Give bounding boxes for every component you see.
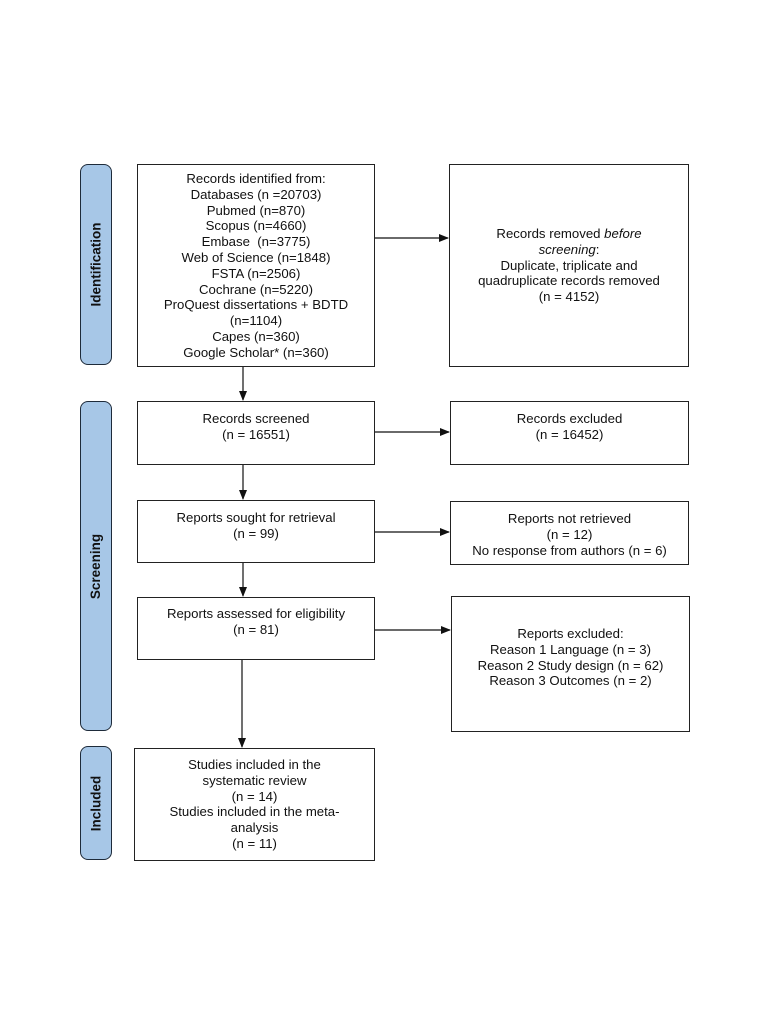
assessed-line: Reports assessed for eligibility: [166, 606, 346, 621]
identified-line: Databases (n =20703): [190, 186, 322, 202]
included-line: analysis: [230, 820, 279, 836]
removed-line-3: Duplicate, triplicate and: [500, 257, 638, 273]
included-line: Studies included in the: [188, 757, 321, 772]
reports-not-retrieved-box: Reports not retrieved (n = 12) No respon…: [450, 501, 689, 565]
assessed-line: (n = 81): [233, 621, 279, 637]
included-line: systematic review: [202, 772, 307, 788]
included-line: (n = 14): [231, 788, 278, 804]
removed-line-2: screening:: [539, 242, 600, 258]
not-retrieved-line: (n = 12): [546, 526, 593, 542]
removed-line-1: Records removed before: [496, 226, 641, 242]
reports-excluded-line: Reason 2 Study design (n = 62): [477, 657, 664, 673]
removed-line-2-italic: screening: [538, 241, 596, 257]
not-retrieved-line: Reports not retrieved: [507, 511, 632, 526]
reports-excluded-line: Reports excluded:: [517, 626, 624, 641]
reports-sought-box: Reports sought for retrieval (n = 99): [137, 500, 375, 563]
identified-line: FSTA (n=2506): [211, 265, 301, 281]
identified-line: Pubmed (n=870): [206, 202, 306, 218]
removed-line-1-italic: before: [604, 226, 642, 241]
phase-included: Included: [80, 746, 112, 860]
reports-excluded-line: Reason 3 Outcomes (n = 2): [489, 673, 652, 689]
identified-line: (n=1104): [229, 313, 283, 329]
removed-line-5: (n = 4152): [538, 289, 600, 305]
sought-line: Reports sought for retrieval: [176, 510, 336, 525]
identified-line: Cochrane (n=5220): [199, 281, 313, 297]
reports-excluded-line: Reason 1 Language (n = 3): [490, 641, 651, 657]
sought-line: (n = 99): [233, 525, 279, 541]
identified-line: Google Scholar* (n=360): [183, 344, 329, 360]
records-screened-box: Records screened (n = 16551): [137, 401, 375, 465]
identified-line: Records identified from:: [186, 171, 326, 186]
not-retrieved-line: No response from authors (n = 6): [472, 542, 667, 558]
phase-screening: Screening: [80, 401, 112, 731]
identified-line: Scopus (n=4660): [205, 218, 307, 234]
reports-assessed-box: Reports assessed for eligibility (n = 81…: [137, 597, 375, 660]
screened-line: (n = 16551): [222, 426, 290, 442]
included-line: Studies included in the meta-: [169, 804, 340, 820]
phase-identification: Identification: [80, 164, 112, 365]
records-removed-box: Records removed before screening: Duplic…: [449, 164, 689, 367]
removed-line-1-text: Records removed: [496, 226, 605, 241]
identified-line: Embase (n=3775): [201, 234, 311, 250]
excluded-line: Records excluded: [516, 411, 623, 426]
identified-line: Web of Science (n=1848): [181, 249, 331, 265]
included-line: (n = 11): [232, 835, 277, 851]
excluded-line: (n = 16452): [535, 426, 604, 442]
removed-line-2-tail: :: [595, 241, 600, 257]
identified-line: ProQuest dissertations + BDTD: [163, 297, 349, 313]
removed-line-4: quadruplicate records removed: [478, 273, 660, 289]
records-excluded-box: Records excluded (n = 16452): [450, 401, 689, 465]
screened-line: Records screened: [202, 411, 310, 426]
studies-included-box: Studies included in the systematic revie…: [134, 748, 375, 861]
identified-line: Capes (n=360): [212, 328, 300, 344]
reports-excluded-box: Reports excluded: Reason 1 Language (n =…: [451, 596, 690, 732]
records-identified-box: Records identified from: Databases (n =2…: [137, 164, 375, 367]
